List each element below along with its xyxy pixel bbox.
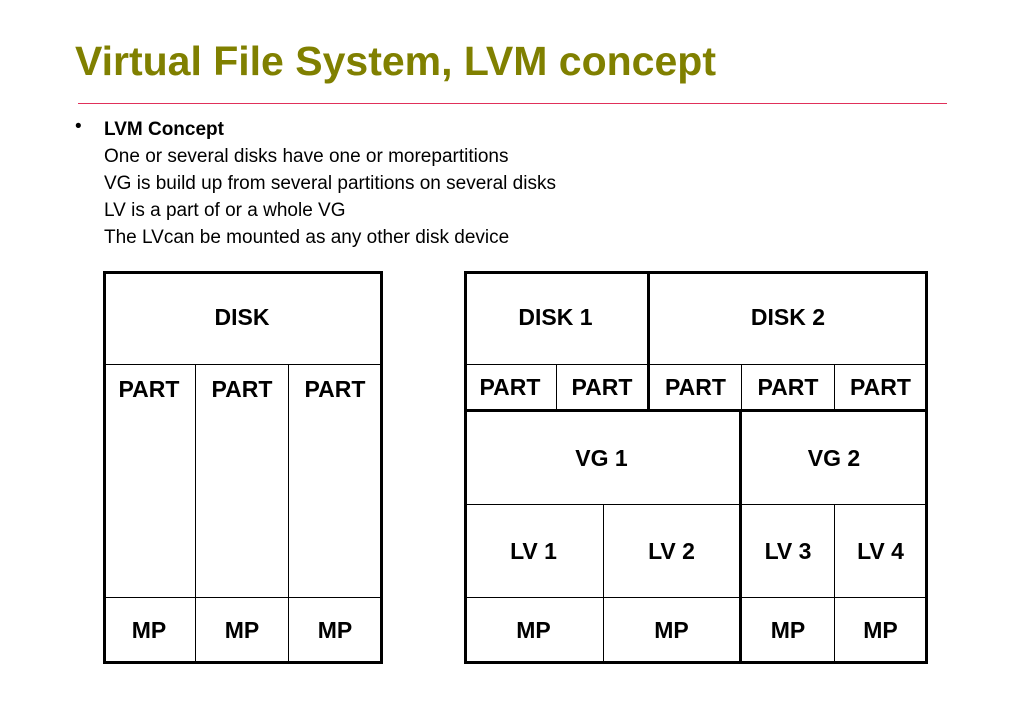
lv-cell: LV 2 [604, 505, 742, 598]
bullet-marker: • [75, 116, 82, 137]
bullet-line: LV is a part of or a whole VG [104, 200, 346, 221]
lv-cell: LV 4 [835, 505, 927, 598]
mp-cell: MP [604, 598, 742, 663]
mp-cell: MP [742, 598, 835, 663]
part-cell: PART [103, 365, 196, 598]
vg-cell: VG 1 [464, 412, 742, 505]
bullet-line: The LVcan be mounted as any other disk d… [104, 227, 510, 248]
lv-cell: LV 3 [742, 505, 835, 598]
title-divider [78, 103, 947, 104]
mp-cell: MP [103, 598, 196, 663]
bullet-line: One or several disks have one or morepar… [104, 146, 509, 167]
part-cell: PART [742, 365, 835, 412]
mp-cell: MP [289, 598, 382, 663]
disk-cell: DISK [103, 271, 382, 365]
bullet-text: LVM Concept One or several disks have on… [104, 116, 556, 251]
disk-cell: DISK 2 [650, 271, 927, 365]
slide-title: Virtual File System, LVM concept [75, 38, 716, 84]
mp-cell: MP [835, 598, 927, 663]
part-cell: PART [196, 365, 289, 598]
part-cell: PART [557, 365, 650, 412]
part-cell: PART [289, 365, 382, 598]
mp-cell: MP [196, 598, 289, 663]
bullet-line: VG is build up from several partitions o… [104, 173, 556, 194]
mp-cell: MP [464, 598, 604, 663]
part-cell: PART [650, 365, 742, 412]
part-cell: PART [835, 365, 927, 412]
bullet-heading: LVM Concept [104, 119, 224, 140]
vg-cell: VG 2 [742, 412, 927, 505]
disk-cell: DISK 1 [464, 271, 650, 365]
lv-cell: LV 1 [464, 505, 604, 598]
part-cell: PART [464, 365, 557, 412]
